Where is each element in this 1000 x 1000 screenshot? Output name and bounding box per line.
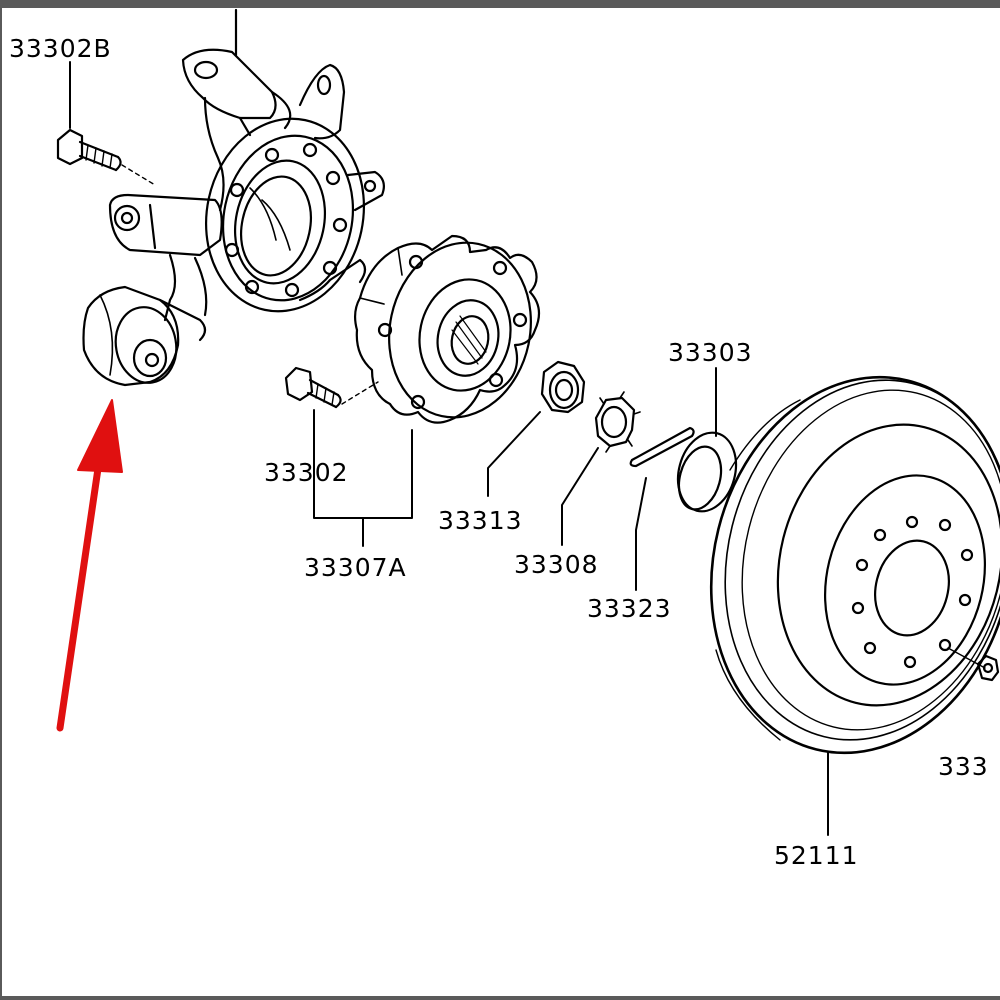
leader-lines — [69, 61, 829, 836]
label-33302b: 33302B — [9, 34, 112, 63]
label-33313: 33313 — [438, 506, 523, 535]
bolt-33302b — [56, 128, 156, 186]
lock-cap-33308 — [594, 391, 641, 453]
label-33323: 33323 — [587, 594, 672, 623]
red-arrow — [56, 399, 123, 732]
left-border — [0, 0, 2, 1000]
grease-cap-33303 — [676, 431, 738, 513]
top-border — [0, 0, 1000, 8]
brake-disc-52111 — [709, 375, 1000, 755]
label-33303: 33303 — [668, 338, 753, 367]
label-33302: 33302 — [264, 458, 349, 487]
hub-nut-33313 — [540, 360, 586, 414]
wheel-nut-333 — [947, 647, 1000, 682]
label-333: 333 — [938, 752, 989, 781]
label-33308: 33308 — [514, 550, 599, 579]
bottom-border — [0, 996, 1000, 1000]
steering-knuckle — [82, 8, 385, 387]
label-33307a: 33307A — [304, 553, 407, 582]
label-52111: 52111 — [774, 841, 859, 870]
bolt-33302 — [284, 366, 379, 409]
hub-assembly — [353, 234, 541, 424]
cotter-pin-33323 — [629, 426, 695, 468]
